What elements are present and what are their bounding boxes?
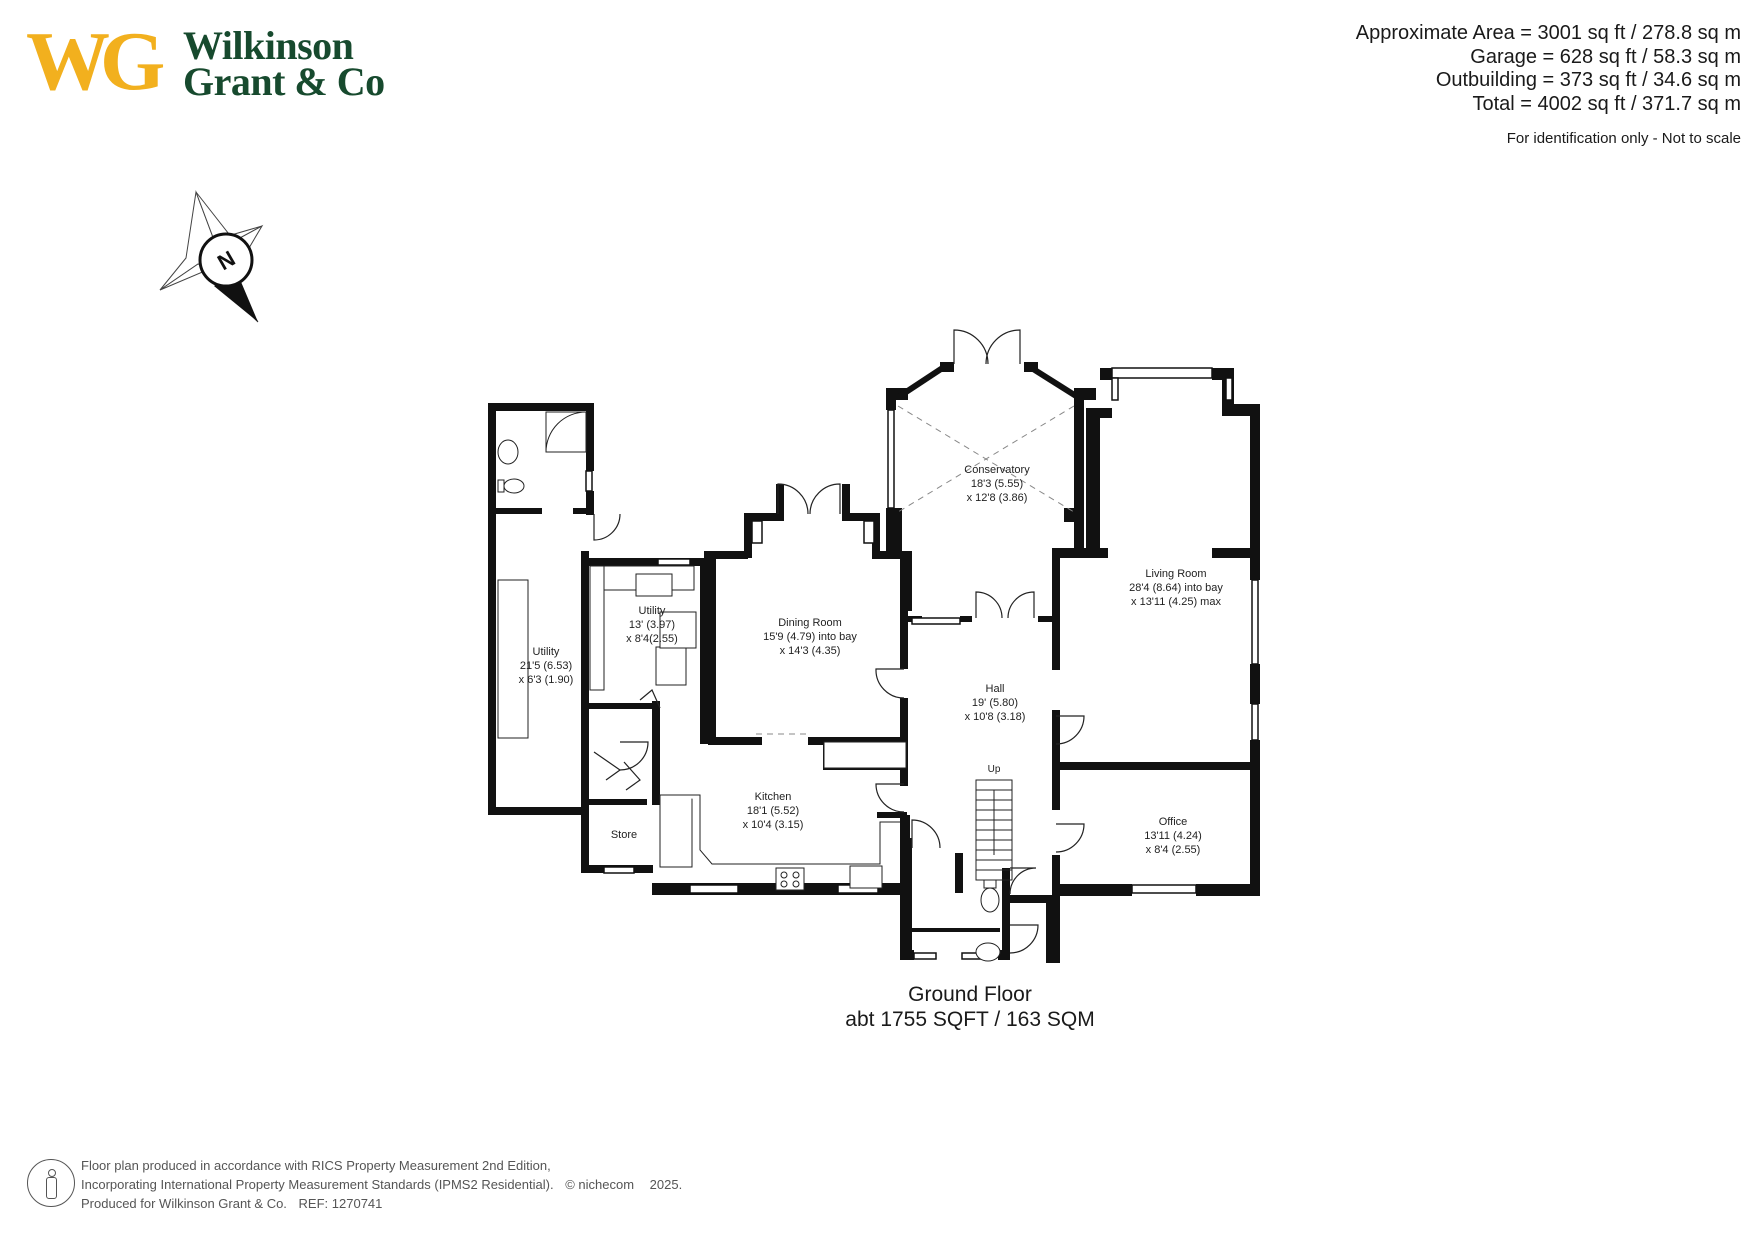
room-dim2-dining: x 14'3 (4.35) (780, 645, 841, 657)
room-dim1-dining: 15'9 (4.79) into bay (763, 631, 857, 643)
floor-area: abt 1755 SQFT / 163 SQM (845, 1008, 1095, 1031)
footer-text: Floor plan produced in accordance with R… (81, 1156, 682, 1213)
company-logo: WG Wilkinson Grant & Co (26, 20, 386, 106)
logo-mark: WG (26, 15, 165, 108)
windows (585, 367, 1259, 960)
floor-caption: Ground Floor abt 1755 SQFT / 163 SQM (820, 982, 1120, 1032)
room-dim2-utility-small: x 8'4(2.55) (626, 633, 678, 645)
room-dim1-office: 13'11 (4.24) (1144, 830, 1202, 842)
conservatory-walls (898, 364, 1078, 399)
footer-line3-row: Produced for Wilkinson Grant & Co. REF: … (81, 1194, 682, 1213)
stairs (975, 779, 1013, 881)
room-dim2-kitchen: x 10'4 (3.15) (743, 819, 804, 831)
room-dim1-living: 28'4 (8.64) into bay (1129, 582, 1223, 594)
room-name-dining: Dining Room (778, 617, 842, 629)
stairs-label: Up (988, 764, 1001, 775)
room-dim1-kitchen: 18'1 (5.52) (747, 805, 799, 817)
footer-year: 2025. (649, 1177, 683, 1192)
room-dim1-utility-large: 21'5 (6.53) (520, 660, 572, 672)
footer-line2: Incorporating International Property Mea… (81, 1177, 554, 1192)
room-name-office: Office (1159, 816, 1188, 828)
room-name-hall: Hall (986, 683, 1005, 695)
footer-ref: REF: 1270741 (298, 1196, 383, 1211)
room-dim1-hall: 19' (5.80) (972, 697, 1018, 709)
fixtures (497, 411, 1001, 962)
logo-name-line1: Wilkinson (183, 23, 354, 68)
room-dim2-office: x 8'4 (2.55) (1146, 844, 1201, 856)
room-name-utility-large: Utility (533, 646, 560, 658)
footer-line3: Produced for Wilkinson Grant & Co. (81, 1196, 287, 1211)
logo-name: Wilkinson Grant & Co (183, 23, 385, 104)
scale-note: For identification only - Not to scale (1506, 130, 1741, 147)
area-garage: Garage = 628 sq ft / 58.3 sq m (1470, 45, 1741, 68)
room-name-kitchen: Kitchen (755, 791, 792, 803)
room-name-utility-small: Utility (639, 605, 666, 617)
room-name-conservatory: Conservatory (964, 464, 1030, 476)
room-dim2-hall: x 10'8 (3.18) (965, 711, 1026, 723)
footer-copyright: © nichecom (565, 1177, 635, 1192)
conservatory-glazing (756, 405, 1075, 735)
doors (593, 329, 1085, 954)
floor-name: Ground Floor (908, 983, 1032, 1006)
room-dim2-conservatory: x 12'8 (3.86) (967, 492, 1028, 504)
area-outbuilding: Outbuilding = 373 sq ft / 34.6 sq m (1435, 69, 1741, 91)
room-dim1-conservatory: 18'3 (5.55) (971, 478, 1023, 490)
area-total: Total = 4002 sq ft / 371.7 sq m (1472, 92, 1742, 115)
room-dim1-utility-small: 13' (3.97) (629, 619, 675, 631)
area-approximate: Approximate Area = 3001 sq ft / 278.8 sq… (1355, 22, 1741, 44)
person-icon (27, 1159, 75, 1207)
room-dim2-living: x 13'11 (4.25) max (1131, 596, 1221, 608)
area-summary: Approximate Area = 3001 sq ft / 278.8 sq… (1356, 22, 1741, 148)
room-name-living: Living Room (1145, 568, 1206, 580)
footer-line1: Floor plan produced in accordance with R… (81, 1158, 551, 1173)
room-name-store: Store (611, 829, 637, 841)
north-compass-icon: N (159, 190, 264, 323)
footer-line2-row: Incorporating International Property Mea… (81, 1175, 682, 1194)
room-dim2-utility-large: x 6'3 (1.90) (519, 674, 574, 686)
logo-name-line2: Grant & Co (183, 59, 385, 104)
